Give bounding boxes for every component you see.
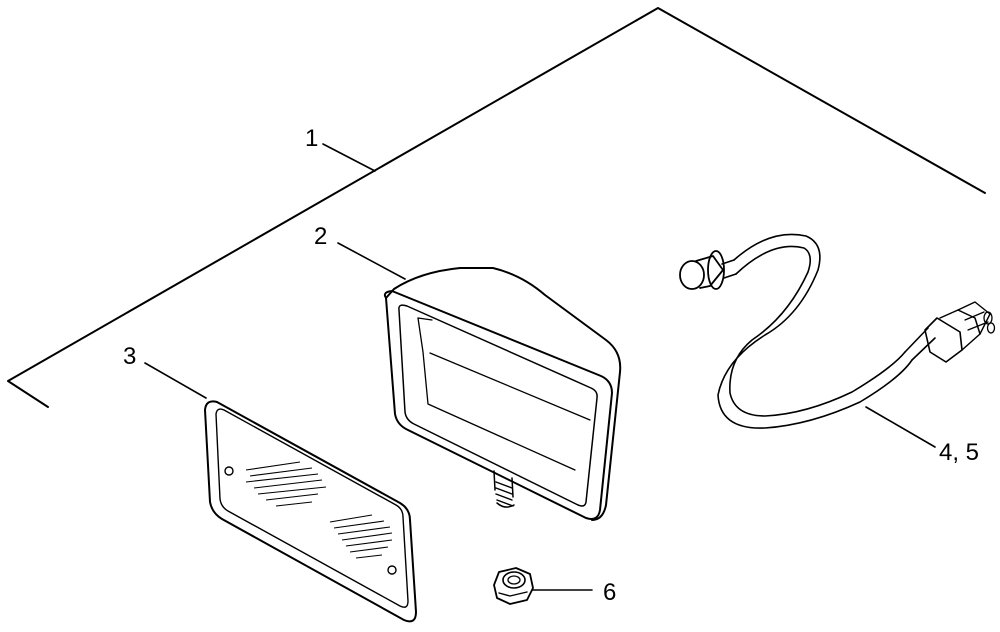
callout-6: 6 bbox=[603, 579, 616, 606]
nut-part bbox=[493, 567, 534, 605]
leader-lines bbox=[144, 143, 936, 591]
leader-line-2 bbox=[337, 242, 406, 280]
callout-2: 2 bbox=[314, 223, 327, 250]
kit-bracket bbox=[7, 7, 986, 408]
callout-1: 1 bbox=[305, 125, 318, 152]
lens-texture bbox=[245, 461, 393, 559]
leader-line-4-5 bbox=[865, 406, 936, 448]
callout-3: 3 bbox=[123, 343, 136, 370]
housing-part bbox=[383, 267, 622, 521]
bulb-harness-part bbox=[679, 233, 996, 429]
callout-4-5: 4, 5 bbox=[939, 439, 979, 466]
lens-part bbox=[204, 400, 417, 623]
leader-line-1 bbox=[322, 143, 376, 172]
leader-line-3 bbox=[144, 362, 207, 399]
